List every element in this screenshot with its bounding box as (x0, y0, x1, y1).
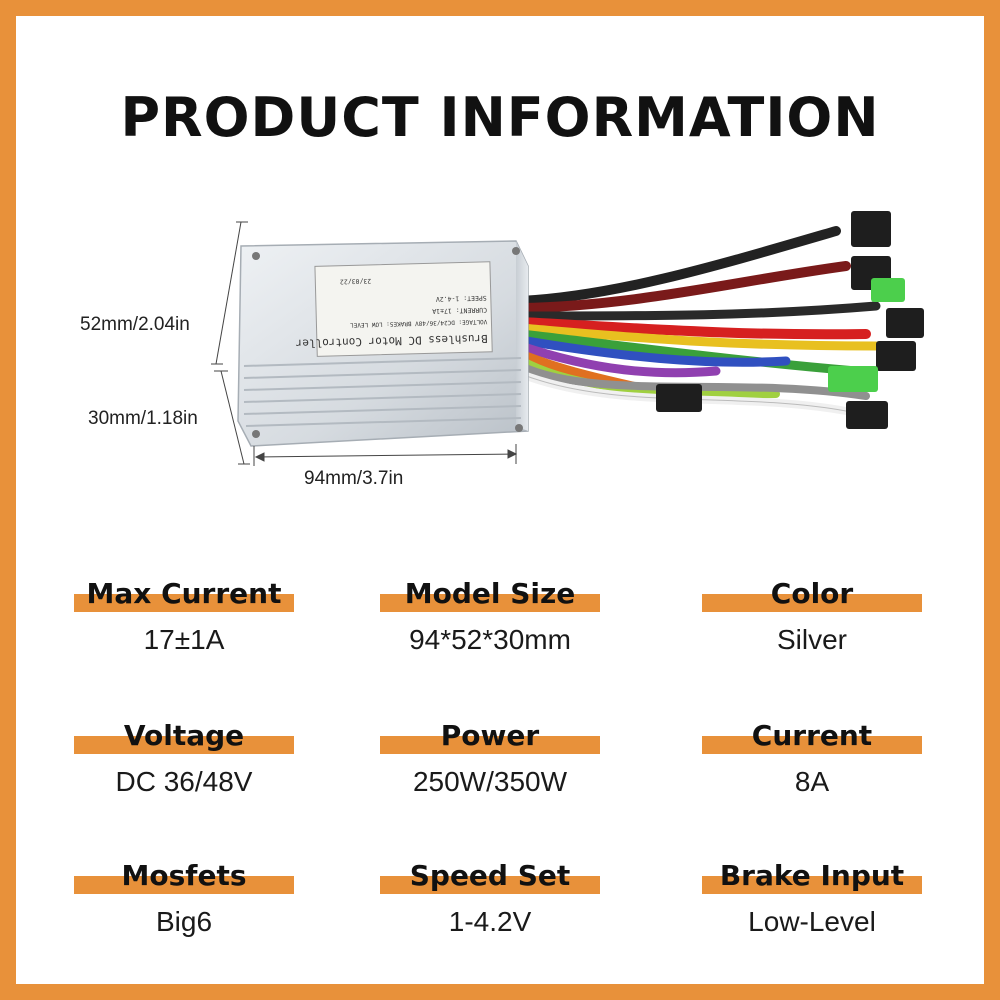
spec-value: 250W/350W (412, 766, 568, 797)
dim-height: 52mm/2.04in (80, 314, 190, 335)
label-line-4: SPEET: 1-4.2V (436, 294, 487, 303)
label-line-2: VOLTAGE: DC24/36/48V BRAKES: LOW LEVEL (350, 318, 488, 329)
spec-current: Current 8A (682, 716, 942, 798)
label-underline (74, 736, 294, 754)
spec-value: 17±1A (143, 624, 225, 655)
spec-label: Color (770, 577, 854, 610)
spec-model-size: Model Size 94*52*30mm (360, 574, 620, 656)
spec-label: Current (751, 719, 873, 752)
label-underline (74, 594, 294, 612)
connectors (656, 211, 924, 429)
label-underline (702, 594, 922, 612)
label-line-3: CURRENT: 17±1A (432, 306, 487, 315)
spec-speed-set: Speed Set 1-4.2V (360, 856, 620, 938)
label-line-5: 23/03/22 (340, 277, 372, 286)
spec-voltage: Voltage DC 36/48V (54, 716, 314, 798)
spec-max-current: Max Current 17±1A (54, 574, 314, 656)
spec-color: Color Silver (682, 574, 942, 656)
label-underline (380, 876, 600, 894)
info-panel: PRODUCT INFORMATION (16, 16, 984, 984)
label-underline (702, 876, 922, 894)
label-underline (702, 736, 922, 754)
spec-value: 8A (794, 766, 830, 797)
spec-brake-input: Brake Input Low-Level (682, 856, 942, 938)
dim-width: 94mm/3.7in (304, 468, 404, 489)
dim-depth: 30mm/1.18in (88, 408, 198, 429)
spec-label: Brake Input (719, 859, 905, 892)
label-underline (380, 736, 600, 754)
controller-illustration: Brushless DC Motor Controller VOLTAGE: D… (211, 211, 924, 466)
spec-value: 1-4.2V (448, 906, 532, 937)
label-underline (74, 876, 294, 894)
dimension-lines (211, 221, 518, 466)
label-underline (380, 594, 600, 612)
spec-mosfets: Mosfets Big6 (54, 856, 314, 938)
spec-power: Power 250W/350W (360, 716, 620, 798)
page-title: PRODUCT INFORMATION (120, 86, 880, 149)
label-line-1: Brushless DC Motor Controller (295, 332, 488, 350)
spec-label: Power (440, 719, 540, 752)
spec-value: DC 36/48V (115, 766, 253, 797)
spec-value: Big6 (155, 906, 213, 937)
controller-housing (237, 240, 529, 447)
spec-label: Voltage (123, 719, 245, 752)
spec-value: Silver (776, 624, 847, 655)
spec-label: Mosfets (121, 859, 247, 892)
spec-label: Max Current (86, 577, 282, 610)
spec-label: Model Size (404, 577, 576, 610)
spec-label: Speed Set (409, 859, 571, 892)
spec-value: 94*52*30mm (409, 624, 571, 655)
spec-value: Low-Level (748, 906, 876, 937)
